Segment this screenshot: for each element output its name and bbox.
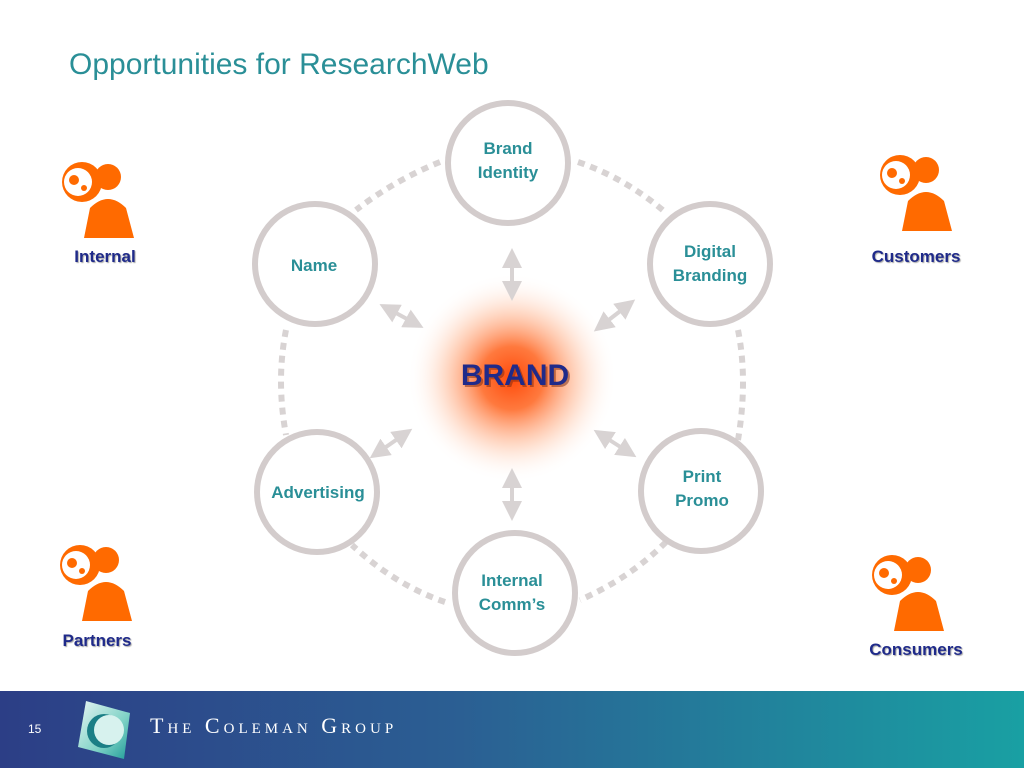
node-circle-brand-identity: [445, 100, 571, 226]
arrow-to-advertising: [369, 428, 413, 459]
stakeholder-label: Internal: [74, 247, 136, 266]
connector-dashes: [278, 159, 746, 605]
node-circle-internal-comms: [452, 530, 578, 656]
node-label-print-promo: Print: [683, 467, 722, 486]
node-label-advertising: Advertising: [271, 483, 365, 502]
node-circle-digital-branding: [647, 201, 773, 327]
slide-title: Opportunities for ResearchWeb: [69, 48, 489, 81]
brand-center-label: BRAND: [461, 359, 569, 392]
stakeholder-internal: Internal: [45, 247, 165, 267]
node-label-name: Name: [291, 256, 337, 275]
person-network-icon: [62, 162, 134, 238]
company-logo-icon: [78, 701, 130, 759]
node-label-internal-comms: Comm’s: [479, 595, 545, 614]
stakeholder-label: Consumers: [869, 640, 963, 659]
stakeholder-customers: Customers: [856, 247, 976, 267]
stakeholder-label: Customers: [871, 247, 961, 266]
footer-bar: 15 The Coleman Group: [0, 691, 1024, 768]
node-label-brand-identity: Identity: [478, 163, 539, 182]
person-network-icon: [60, 545, 132, 621]
stakeholder-label: Partners: [62, 631, 132, 650]
brand-center-shadow: BRAND: [463, 361, 571, 394]
arrow-to-name: [379, 304, 424, 328]
node-label-brand-identity: Brand: [483, 139, 532, 158]
node-label-digital-branding: Branding: [673, 266, 748, 285]
node-label-digital-branding: Digital: [684, 242, 736, 261]
brand-glow: [407, 273, 617, 483]
brand-arrows: [369, 248, 637, 521]
person-network-icon: [872, 555, 944, 631]
brand-diagram: Brand Identity Digital Branding Print Pr…: [60, 100, 952, 656]
stakeholder-consumers: Consumers: [856, 640, 976, 660]
company-name: The Coleman Group: [150, 713, 398, 738]
page-number: 15: [28, 722, 42, 736]
node-circle-print-promo: [638, 428, 764, 554]
arrow-to-digital-branding: [593, 299, 636, 332]
node-circle-advertising: [254, 429, 380, 555]
person-network-icon: [880, 155, 952, 231]
node-label-print-promo: Promo: [675, 491, 729, 510]
node-circle-name: [252, 201, 378, 327]
arrow-to-print-promo: [593, 429, 637, 458]
stakeholder-partners: Partners: [37, 631, 157, 651]
node-label-internal-comms: Internal: [481, 571, 542, 590]
